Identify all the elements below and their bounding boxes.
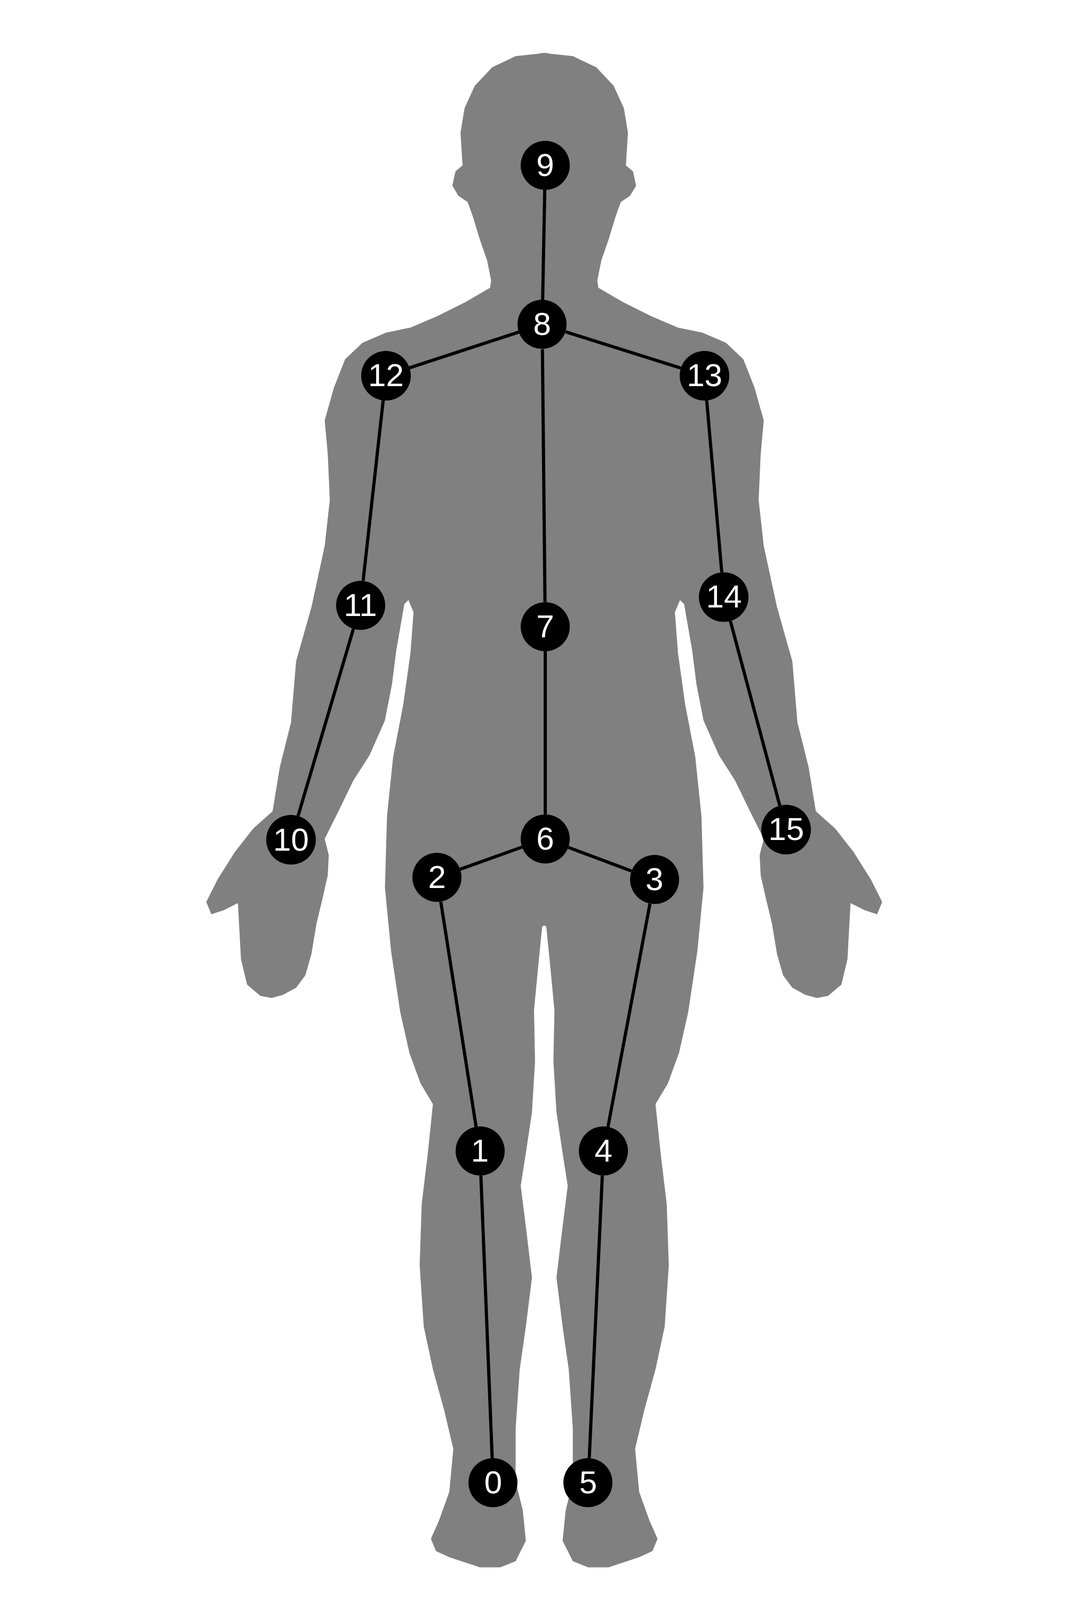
joint-number: 3 [645,863,664,896]
joint-marker: 0 [468,1458,518,1508]
joint-marker: 7 [520,602,570,652]
skeleton-line [565,331,681,369]
skeleton-line [298,628,354,817]
joint-number: 14 [706,580,743,613]
joint-number: 1 [471,1135,489,1168]
joint-number: 8 [533,308,552,341]
skeleton-line [542,189,545,300]
skeleton-line [440,902,476,1128]
joint-marker: 4 [578,1126,628,1176]
skeleton-line [730,620,780,806]
joint-marker: 10 [266,815,316,865]
body-half [206,52,549,1568]
skeleton-line [459,847,522,870]
joint-marker: 15 [761,805,811,855]
joint-marker: 13 [679,351,730,401]
joint-marker: 5 [563,1458,613,1508]
skeleton-line [363,400,384,581]
joint-marker: 8 [517,299,567,349]
joint-number: 6 [536,823,554,856]
skeleton-line [409,332,520,369]
joint-number: 12 [368,359,404,392]
joint-number: 7 [536,610,554,643]
skeleton-line [568,847,632,872]
joint-marker: 1 [455,1126,505,1176]
joint-marker: 12 [361,351,411,401]
body-half [539,52,882,1568]
joint-number: 13 [686,359,723,392]
joint-number: 4 [594,1135,612,1168]
joint-marker: 9 [520,140,570,190]
joint-marker: 11 [336,580,386,631]
joint-number: 0 [484,1467,503,1500]
joint-number: 9 [536,149,554,182]
skeleton-line [608,903,651,1128]
skeleton-line [480,1175,492,1459]
skeleton-line [706,400,722,573]
joint-marker: 14 [698,572,749,623]
skeleton-line [543,651,547,815]
joint-marker: 6 [520,814,570,864]
joint-number: 11 [343,589,377,622]
skeleton-line [542,348,546,602]
joint-number: 2 [427,861,446,894]
joint-marker: 2 [412,853,462,903]
joint-marker: 3 [630,855,680,905]
skeleton-line [589,1175,603,1459]
joint-number: 10 [273,824,309,857]
joint-number: 15 [768,813,804,846]
joint-number: 5 [579,1467,597,1500]
